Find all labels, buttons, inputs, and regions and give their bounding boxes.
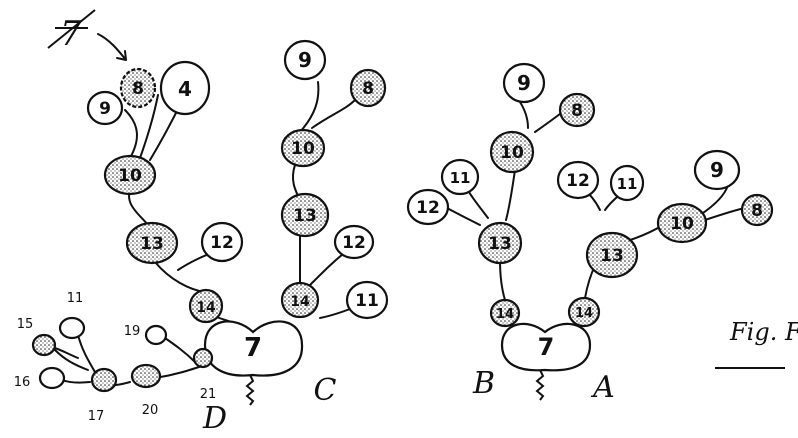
node-tree1-upper10 <box>103 154 157 196</box>
node-tree2-left14 <box>489 298 521 328</box>
label-tree1-left13: 13 <box>140 234 164 254</box>
label-tree2-root: 7 <box>538 333 555 361</box>
label-tree1-top4: 4 <box>178 77 192 101</box>
figure-caption: Fig. F <box>715 318 798 369</box>
letter-a: A <box>590 370 615 405</box>
node-tree1-left13 <box>125 221 179 265</box>
node-tree1-right9 <box>283 39 327 81</box>
node-tree1-top4 <box>159 60 211 116</box>
label-tree2-right9: 9 <box>710 158 724 182</box>
label-tree1-top8: 8 <box>132 79 144 99</box>
label-tree1-right9: 9 <box>298 48 312 72</box>
node-tree2-left11 <box>440 158 480 196</box>
label-tree2-right10: 10 <box>670 214 694 234</box>
label-tree1-right13: 13 <box>293 206 317 226</box>
side-label-21: 21 <box>200 387 217 402</box>
label-tree2-right14: 14 <box>575 306 593 321</box>
side-node-20 <box>130 363 162 389</box>
side-label-11: 11 <box>67 291 84 306</box>
side-node-15 <box>31 333 57 357</box>
tree1-nodes <box>31 39 389 393</box>
node-tree1-root <box>203 320 304 377</box>
label-tree2-left14: 14 <box>496 307 514 322</box>
node-tree1-top8 <box>119 67 157 109</box>
node-tree1-right10 <box>280 128 326 168</box>
node-tree2-right9 <box>693 149 741 191</box>
node-tree1-right8 <box>349 68 387 108</box>
node-tree2-upper10 <box>489 130 535 174</box>
letter-d: D <box>202 401 227 434</box>
tree2-root-stem <box>535 369 545 401</box>
side-label-20: 20 <box>142 403 159 418</box>
caption-text: Fig. F <box>729 318 798 346</box>
node-tree2-right14 <box>567 296 601 328</box>
node-tree2-left12 <box>406 188 450 226</box>
letter-c: C <box>314 373 337 408</box>
tree1-root-stem <box>245 374 255 406</box>
label-tree1-right11: 11 <box>355 291 379 311</box>
label-tree2-left13: 13 <box>488 234 512 254</box>
label-tree2-upper10: 10 <box>500 143 524 163</box>
label-tree2-top8: 8 <box>571 101 583 121</box>
branch-letters: D C B A <box>202 366 615 436</box>
side-label-16: 16 <box>14 375 31 390</box>
side-branch-labels: 11 15 16 17 19 20 21 <box>14 291 217 424</box>
label-tree2-mid12: 12 <box>566 171 590 191</box>
node-tree1-right14 <box>280 281 320 319</box>
crossed-mark: 7 <box>47 9 127 61</box>
label-tree1-right12: 12 <box>342 233 366 253</box>
label-tree1-left14: 14 <box>196 300 216 316</box>
node-tree1-right12 <box>333 224 375 260</box>
label-tree1-root: 7 <box>244 333 262 363</box>
node-tree2-right10 <box>656 202 708 244</box>
label-tree1-top9: 9 <box>99 99 111 119</box>
node-tree2-mid11 <box>609 164 645 202</box>
node-tree1-left12 <box>200 221 244 263</box>
node-tree1-left14 <box>188 288 224 324</box>
node-tree2-left13 <box>477 221 523 265</box>
node-tree2-top8 <box>558 92 596 128</box>
node-tree1-right13 <box>280 192 330 238</box>
tree2-nodes <box>406 62 774 372</box>
label-tree2-right8: 8 <box>751 201 763 221</box>
label-tree2-mid11: 11 <box>617 175 638 193</box>
label-tree1-right8: 8 <box>362 79 374 99</box>
label-tree2-left12: 12 <box>416 198 440 218</box>
node-tree1-top9 <box>86 90 124 126</box>
node-tree2-right8 <box>740 193 774 227</box>
side-label-17: 17 <box>88 409 105 424</box>
label-tree1-right10: 10 <box>291 139 315 159</box>
label-tree1-left12: 12 <box>210 233 234 253</box>
node-tree1-right11 <box>345 280 389 320</box>
side-label-15: 15 <box>17 317 34 332</box>
letter-b: B <box>472 366 495 401</box>
node-tree2-top9 <box>502 62 546 104</box>
arrow-icon <box>97 33 127 61</box>
node-tree2-root <box>500 322 592 372</box>
side-label-19: 19 <box>124 324 141 339</box>
side-node-21 <box>192 347 214 369</box>
crossed-mark-label: 7 <box>60 14 82 54</box>
node-tree2-right13 <box>585 231 639 279</box>
label-tree2-top9: 9 <box>517 71 531 95</box>
side-node-19 <box>144 324 168 346</box>
label-tree2-right13: 13 <box>600 246 624 266</box>
label-tree1-right14: 14 <box>290 294 310 310</box>
side-node-16 <box>38 366 66 390</box>
side-node-11 <box>58 316 86 340</box>
side-node-17 <box>90 367 118 393</box>
label-tree1-upper10: 10 <box>118 166 142 186</box>
node-labels: 7 9 8 4 10 13 12 14 9 8 10 13 12 14 11 7… <box>99 48 763 363</box>
label-tree2-left11: 11 <box>450 169 471 187</box>
node-tree2-mid12 <box>556 160 600 200</box>
